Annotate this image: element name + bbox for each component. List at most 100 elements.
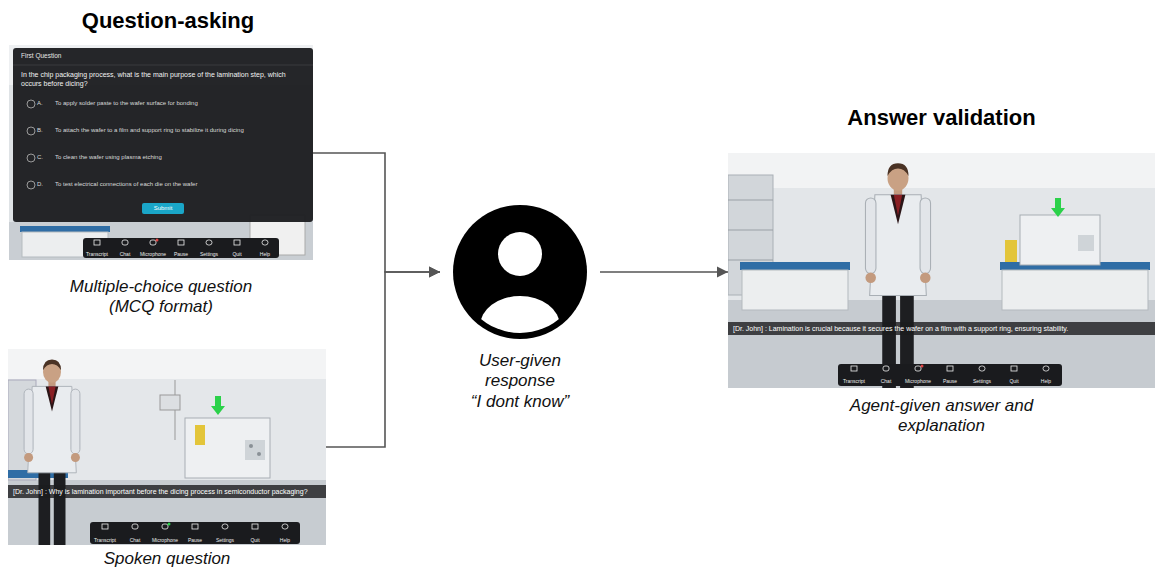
toolbar-icon: [206, 240, 212, 245]
answer-screenshot-art: [728, 153, 1155, 388]
toolbar-label: Quit: [223, 251, 251, 257]
bench-cabinet: [1002, 270, 1148, 310]
toolbar-label: Transcript: [83, 251, 111, 257]
toolbar-icon: [234, 240, 240, 245]
option-text: To clean the wafer using plasma etching: [55, 154, 305, 161]
toolbar-icon: [851, 366, 857, 371]
toolbar: [90, 522, 300, 544]
lab-ceiling: [728, 153, 1155, 188]
shelf-board: [728, 260, 773, 261]
toolbar: [83, 238, 279, 258]
toolbar-icon: [192, 524, 198, 529]
user-icon-head: [498, 232, 542, 276]
flow-arrow: [326, 272, 440, 447]
yellow-bottle: [195, 425, 205, 445]
toolbar-label: Settings: [210, 537, 240, 543]
toolbar-label: Help: [1030, 378, 1062, 384]
toolbar-icon: [915, 366, 921, 371]
toolbar: [838, 364, 1062, 386]
toolbar-icon: [262, 240, 268, 245]
toolbar-label: Pause: [934, 378, 966, 384]
radio-button: [27, 154, 35, 162]
toolbar-icon: [282, 524, 288, 529]
equipment-knob: [249, 444, 253, 448]
toolbar-icon: [178, 240, 184, 245]
toolbar-label: Chat: [120, 537, 150, 543]
mcq-screenshot: First Question In the chip packaging proc…: [9, 45, 313, 322]
user-icon: [453, 205, 587, 356]
question-panel: [13, 48, 313, 222]
toolbar-label: Pause: [167, 251, 195, 257]
submit-button-label: Submit: [142, 203, 184, 214]
yellow-bottle: [1005, 240, 1017, 262]
spoken-screenshot-art: [8, 349, 326, 545]
option-text: To attach the wafer to a film and suppor…: [55, 127, 305, 134]
option-text: To test electrical connections of each d…: [55, 181, 305, 188]
toolbar-icons: [851, 366, 1049, 371]
user-icon-body: [480, 296, 560, 356]
toolbar-icon: [1011, 366, 1017, 371]
toolbar-icon: [132, 524, 138, 529]
flow-arrow: [600, 271, 728, 273]
toolbar-icon: [162, 524, 168, 529]
caption: Multiple-choice question (MCQ format): [49, 277, 274, 318]
radio-button: [27, 127, 35, 135]
toolbar-label: Microphone: [139, 251, 167, 257]
section-heading: Question-asking: [48, 8, 288, 34]
toolbar-icon: [222, 524, 228, 529]
equipment-panel: [245, 440, 265, 460]
toolbar-icon: [883, 366, 889, 371]
panel-title: First Question: [21, 52, 171, 60]
shelf-board: [728, 200, 773, 201]
option-letter: C.: [37, 154, 53, 161]
shelf-board: [728, 230, 773, 231]
spoken-question-screenshot: [Dr. John] : Why is lamination important…: [8, 349, 326, 574]
toolbar-icon: [252, 524, 258, 529]
option-letter: B.: [37, 127, 53, 134]
toolbar-icon: [979, 366, 985, 371]
answer-screenshot: Answer validation[Dr. John] : Lamination…: [728, 100, 1155, 441]
toolbar-label: Pause: [180, 537, 210, 543]
bench-top: [20, 226, 110, 232]
option-text: To apply solder paste to the wafer surfa…: [55, 100, 305, 107]
toolbar-icon: [1043, 366, 1049, 371]
toolbar-icon: [94, 240, 100, 245]
caption: Agent-given answer and explanation: [832, 396, 1052, 437]
toolbar-icon: [150, 240, 156, 245]
toolbar-label: Microphone: [150, 537, 180, 543]
toolbar-icons: [102, 524, 288, 529]
toolbar-label: Settings: [195, 251, 223, 257]
question-text: In the chip packaging process, what is t…: [21, 70, 306, 88]
mic-indicator: [156, 239, 159, 242]
toolbar-label: Help: [251, 251, 279, 257]
mcq-screenshot-art: [9, 45, 313, 260]
user-node: User-given response“I dont know”: [440, 205, 600, 417]
panel-divider: [13, 65, 313, 66]
toolbar-label: Settings: [966, 378, 998, 384]
radio-button: [27, 181, 35, 189]
toolbar-label: Transcript: [90, 537, 120, 543]
mic-indicator: [921, 365, 924, 368]
equipment-panel: [1078, 235, 1094, 251]
green-marker-arrow: [1051, 198, 1065, 217]
green-marker-arrow: [211, 396, 225, 415]
option-letter: A.: [37, 100, 53, 107]
mic-indicator: [168, 523, 171, 526]
toolbar-icons: [94, 240, 268, 245]
lab-equipment: [1020, 215, 1100, 265]
agent-figure: [865, 163, 930, 388]
lab-floor: [728, 300, 1155, 388]
flow-arrow: [313, 153, 440, 272]
bench-cabinet: [742, 270, 848, 310]
user-icon-neck-gap: [493, 227, 547, 281]
lab-wall: [9, 45, 313, 260]
toolbar-icon: [947, 366, 953, 371]
toolbar-label: Chat: [870, 378, 902, 384]
lab-equipment: [185, 418, 270, 478]
toolbar-icon: [102, 524, 108, 529]
lab-wall: [728, 153, 1155, 388]
user-response: “I dont know”: [440, 392, 600, 412]
caption: Spoken question: [8, 549, 326, 569]
radio-button: [27, 100, 35, 108]
wall-box: [160, 395, 180, 410]
